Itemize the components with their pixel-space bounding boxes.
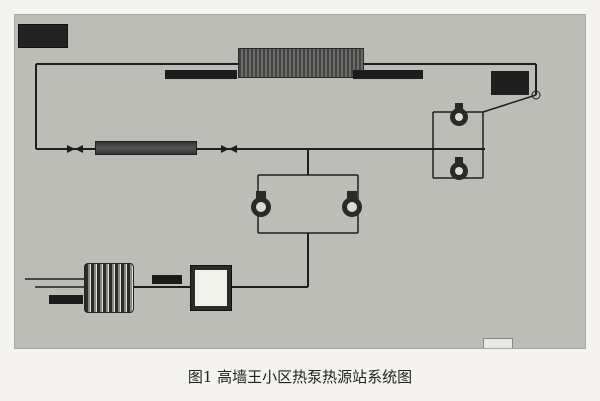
readout-top-left <box>165 70 237 79</box>
inlet-readout <box>49 295 83 304</box>
level-readout <box>152 275 182 284</box>
storage-cylinder <box>84 263 134 313</box>
readout-top-right <box>353 70 423 79</box>
return-heat-exchanger-bar <box>95 141 197 155</box>
valve-1-icon <box>67 145 75 153</box>
mini-status-panel <box>18 24 68 48</box>
corner-button[interactable] <box>483 338 513 348</box>
pump-icon[interactable] <box>247 191 275 221</box>
pump-loop-link <box>482 94 537 113</box>
pump-icon[interactable] <box>445 103 473 131</box>
water-tank <box>190 265 232 311</box>
scada-screen <box>14 14 586 349</box>
figure-caption: 图1 高墙王小区热泵热源站系统图 <box>187 368 413 386</box>
pump-icon[interactable] <box>338 191 366 221</box>
pump-icon[interactable] <box>445 157 473 185</box>
vent-icon <box>531 90 541 100</box>
right-status-panel <box>491 71 529 95</box>
heat-exchanger <box>238 48 364 78</box>
valve-2-icon <box>221 145 229 153</box>
